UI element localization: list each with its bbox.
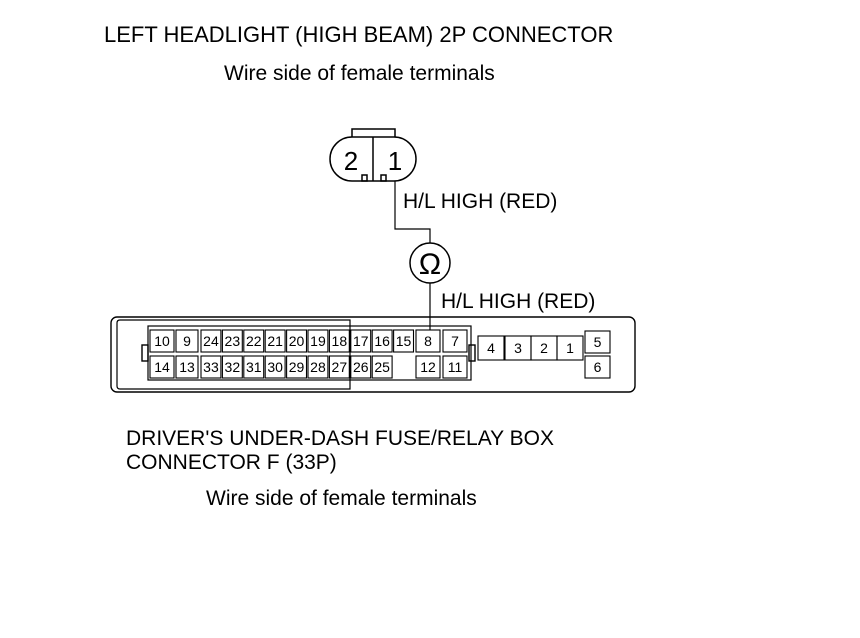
pin-label: 24 [203,333,219,349]
pin-label: 7 [451,333,459,349]
pin-label: 20 [289,333,305,349]
pin-label: 10 [154,333,170,349]
pin-cell [149,355,175,379]
pin-cell [477,335,505,361]
pin-2-label: 2 [344,146,358,176]
bottom-connector-title-line2: CONNECTOR F (33P) [126,451,337,474]
pin-label: 26 [353,359,369,375]
pin-cell [415,329,441,353]
pin-label: 14 [154,359,170,375]
terminal-key-right [380,174,387,182]
pin-cell [243,329,265,353]
pin-cell [307,329,329,353]
pin-label: 11 [448,359,463,375]
pin-cell [350,355,372,379]
pin-cell [584,330,611,354]
terminal-key-left [361,174,368,182]
pin-cell [221,329,243,353]
pin-label: 4 [487,340,495,356]
pin-label: 23 [225,333,241,349]
pin-cell [371,355,393,379]
pin-cell [556,335,584,361]
bottom-connector-title: DRIVER'S UNDER-DASH FUSE/RELAY BOX CONNE… [126,427,554,475]
pin-label: 29 [289,359,305,375]
pin-cell [286,355,308,379]
connector-outer-shell [110,316,636,393]
pin-cell [221,355,243,379]
pin-label: 12 [420,359,436,375]
pin-label: 17 [353,333,369,349]
top-connector-subtitle: Wire side of female terminals [224,62,495,85]
pin-cell [371,329,393,353]
pin-label: 25 [374,359,390,375]
pin-label: 3 [514,340,522,356]
pin-label: 9 [183,333,191,349]
pin-cell [328,329,350,353]
connector-latch [351,128,396,137]
pin-cell [200,355,222,379]
pin-label: 22 [246,333,262,349]
pin-label: 31 [246,359,262,375]
pin-label: 32 [225,359,241,375]
pin-cell [307,355,329,379]
pin-label: 8 [424,333,432,349]
pin-label: 27 [332,359,348,375]
pin-label: 19 [310,333,326,349]
pin-cell [264,355,286,379]
wire-upper [394,181,431,243]
headlight-2p-connector [329,128,417,182]
ohm-icon: Ω [419,248,441,281]
pin-cell [243,355,265,379]
pin-cell [393,329,415,353]
pin-label: 13 [179,359,195,375]
pin-label: 1 [566,340,574,356]
pin-cell [200,329,222,353]
pin-label: 16 [374,333,390,349]
test-wiring [394,181,451,330]
wire-label-upper: H/L HIGH (RED) [403,190,558,213]
pin-cell [415,355,441,379]
pin-label: 6 [594,359,602,375]
pin-label: 5 [594,334,602,350]
pin-label: 30 [267,359,283,375]
connector-inner-shell [116,319,351,390]
pin-label: 21 [267,333,283,349]
pin-cell [286,329,308,353]
pin-cell [350,329,372,353]
pin-block-main [147,325,472,381]
pin-label: 15 [396,333,412,349]
wire-label-lower: H/L HIGH (RED) [441,290,596,313]
pin-cell [442,329,468,353]
pin-cell [175,329,199,353]
bottom-connector-title-line1: DRIVER'S UNDER-DASH FUSE/RELAY BOX [126,427,554,450]
bottom-connector-subtitle: Wire side of female terminals [206,487,477,510]
pin-label: 2 [540,340,548,356]
pin-label: 28 [310,359,326,375]
fuse-relay-33p-connector [110,316,636,393]
pin-1-label: 1 [388,146,402,176]
pin-cell [442,355,468,379]
pin-cell [149,329,175,353]
top-connector-title: LEFT HEADLIGHT (HIGH BEAM) 2P CONNECTOR [104,22,614,47]
latch-mid [468,344,476,362]
pin-cell [584,355,611,379]
pin-cell [175,355,199,379]
latch-left [141,344,149,362]
pin-cell [264,329,286,353]
pin-label: 18 [332,333,348,349]
pin-label: 33 [203,359,219,375]
pin-cell [328,355,350,379]
